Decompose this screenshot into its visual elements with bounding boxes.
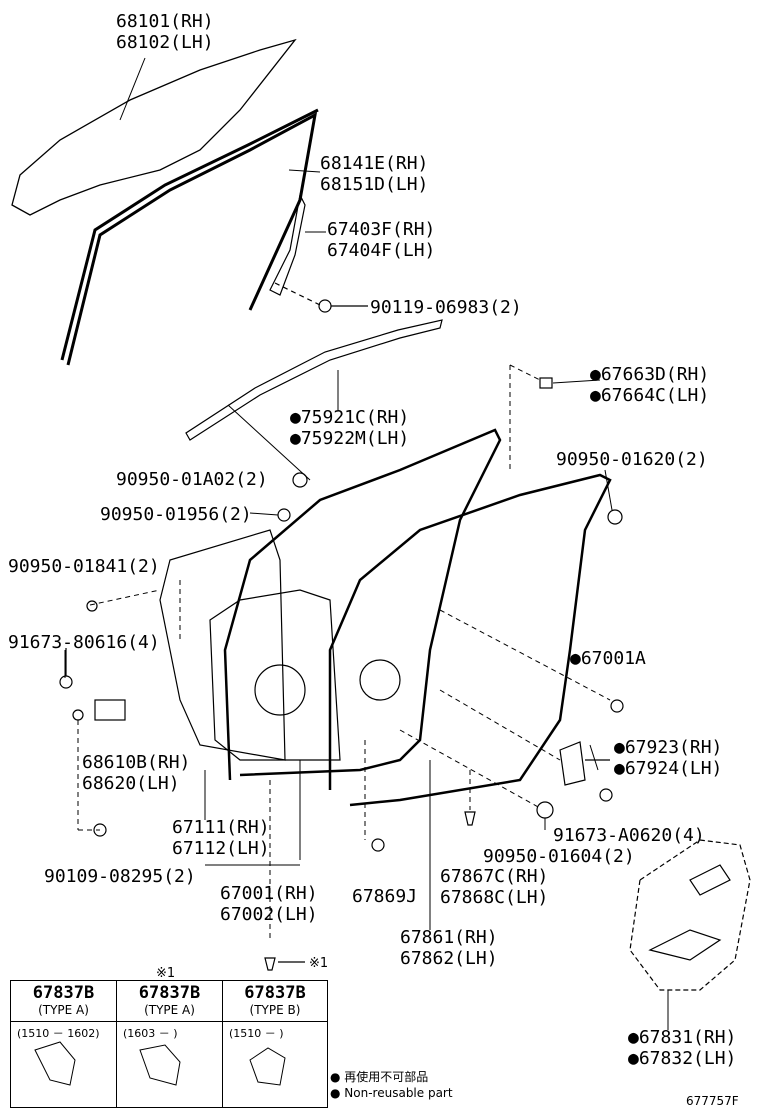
label-67869: 67869J [352, 886, 418, 907]
label-90950-01620: 90950-01620(2) [556, 449, 708, 470]
legend-bullet-2: ● [330, 1086, 345, 1100]
variant-range-2: (1603 － ) [123, 1027, 178, 1040]
label-67403: 67403F(RH) [327, 219, 436, 240]
clip-67001a [610, 699, 624, 713]
label-68610: 68610B(RH) [82, 752, 191, 773]
clip-67867 [464, 811, 476, 826]
variant-col-1: 67837B (TYPE A) (1510 － 1602) [11, 981, 117, 1107]
figure-id: 677757F [686, 1094, 739, 1108]
legend-non-reusable-en: ● Non-reusable part [330, 1086, 453, 1100]
label-67404: 67404F(LH) [327, 240, 436, 261]
clip-67663 [539, 377, 553, 389]
grommet-90950-01956 [277, 508, 291, 522]
variant-range-1: (1510 － 1602) [17, 1027, 100, 1040]
label-67923: 67923(RH) [614, 737, 723, 758]
bolt-90119 [274, 282, 368, 313]
label-67001: 67001(RH) [220, 883, 318, 904]
door-check [559, 741, 586, 786]
variant-table: 67837B (TYPE A) (1510 － 1602) 67837B (TY… [10, 980, 328, 1108]
variant-divider-2 [117, 1021, 222, 1022]
label-68141: 68141E(RH) [320, 153, 429, 174]
division-bar [269, 193, 306, 296]
legend-text-jp: 再使用不可部品 [344, 1070, 429, 1084]
grommet-90950-01604 [536, 801, 554, 819]
belt-moulding [185, 319, 443, 441]
label-75921: 75921C(RH) [290, 407, 409, 428]
service-hole-cover [629, 839, 751, 991]
variant-part-3: 67837B [244, 983, 306, 1003]
label-67862: 67862(LH) [400, 948, 498, 969]
label-67663: 67663D(RH) [590, 364, 709, 385]
clip-type-b [249, 1047, 286, 1086]
variant-type-2: (TYPE A) [144, 1003, 195, 1017]
label-67832: 67832(LH) [628, 1048, 737, 1069]
variant-type-1: (TYPE A) [38, 1003, 89, 1017]
clip-type-a-1602 [34, 1041, 76, 1086]
label-68102: 68102(LH) [116, 32, 214, 53]
door-hinge [59, 648, 126, 721]
label-90950-01841: 90950-01841(2) [8, 556, 160, 577]
label-68101: 68101(RH) [116, 11, 214, 32]
clip-ref1 [264, 957, 276, 971]
legend-text-en: Non-reusable part [344, 1086, 453, 1100]
door-weatherstrip [223, 428, 502, 781]
label-90119: 90119-06983(2) [370, 297, 522, 318]
note-ref-mark: ※1 [309, 956, 329, 971]
label-67111: 67111(RH) [172, 817, 270, 838]
variant-part-1: 67837B [32, 983, 95, 1003]
label-67112: 67112(LH) [172, 838, 270, 859]
glass-run-channel [60, 108, 319, 366]
variant-type-3: (TYPE B) [249, 1003, 301, 1017]
clip-67869 [371, 838, 385, 852]
grommet-90950-01620 [607, 509, 623, 525]
label-67002: 67002(LH) [220, 904, 318, 925]
label-90950-01604: 90950-01604(2) [483, 846, 635, 867]
variant-part-2: 67837B [138, 983, 201, 1003]
label-67861: 67861(RH) [400, 927, 498, 948]
label-67867: 67867C(RH) [440, 866, 549, 887]
clip-type-a-1603 [139, 1044, 181, 1086]
label-67664: 67664C(LH) [590, 385, 709, 406]
label-67924: 67924(LH) [614, 758, 723, 779]
label-68151: 68151D(LH) [320, 174, 429, 195]
bolt-90109 [93, 823, 107, 837]
label-68620: 68620(LH) [82, 773, 180, 794]
label-90109: 90109-08295(2) [44, 866, 196, 887]
legend-bullet-1: ● [330, 1070, 345, 1084]
label-75922: 75922M(LH) [290, 428, 409, 449]
door-panel [159, 529, 286, 761]
label-67868: 67868C(LH) [440, 887, 549, 908]
variant-col-3: 67837B (TYPE B) (1510 － ) [223, 981, 327, 1107]
label-90950-01a02: 90950-01A02(2) [116, 469, 268, 490]
label-67831: 67831(RH) [628, 1027, 737, 1048]
table-ref-mark: ※1 [156, 966, 176, 981]
label-91673-80616: 91673-80616(4) [8, 632, 160, 653]
label-90950-01956: 90950-01956(2) [100, 504, 252, 525]
legend-non-reusable-jp: ● 再使用不可部品 [330, 1068, 428, 1085]
variant-range-3: (1510 － ) [229, 1027, 284, 1040]
door-glass [11, 38, 297, 216]
variant-divider-1 [11, 1021, 116, 1022]
grommet-90950-01a02 [292, 472, 308, 488]
variant-col-2: 67837B (TYPE A) (1603 － ) [117, 981, 223, 1107]
label-91673-a0620: 91673-A0620(4) [553, 825, 705, 846]
label-67001a: 67001A [570, 648, 646, 669]
variant-divider-3 [223, 1021, 327, 1022]
grommet-90950-01841 [86, 600, 98, 612]
